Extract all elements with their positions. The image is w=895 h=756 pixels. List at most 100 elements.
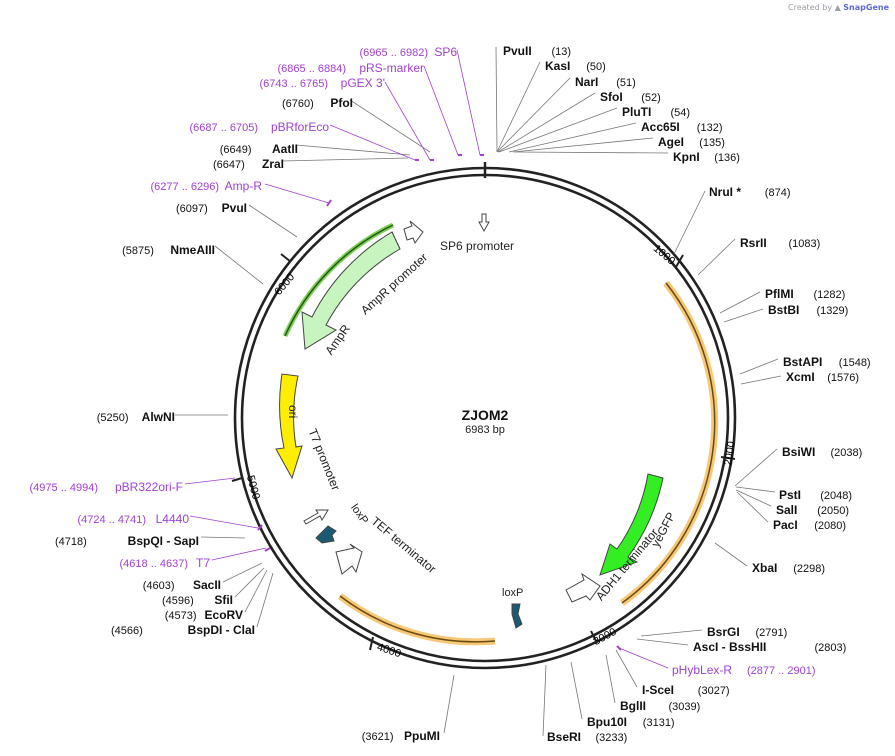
site-leader-line	[248, 204, 298, 238]
primer-position: (6743 .. 6765)	[260, 78, 329, 90]
primer-name: SP6	[434, 45, 457, 59]
site-position: (2298)	[793, 563, 825, 575]
credit-prefix: Created by	[788, 3, 833, 12]
site-name: BstBI	[768, 303, 799, 317]
t7-promoter-arrow[interactable]	[303, 509, 329, 525]
site-name: BspDI - ClaI	[188, 623, 255, 637]
site-leader-line	[295, 144, 411, 156]
site-position: (6647)	[213, 159, 245, 171]
site-position: (1083)	[789, 238, 821, 250]
site-name: SfiI	[214, 593, 233, 607]
site-position: (874)	[765, 187, 791, 199]
site-position: (2050)	[817, 505, 849, 517]
site-position: (13)	[552, 46, 572, 58]
site-name: SalI	[776, 503, 797, 517]
site-leader-line	[570, 661, 583, 720]
site-name: PfoI	[330, 96, 353, 110]
ampr-dash	[391, 231, 401, 250]
site-leader-line	[496, 77, 571, 153]
yegfp-feature-arrow[interactable]	[599, 473, 664, 576]
ori-feature-arrow[interactable]	[275, 373, 303, 480]
primer-leader-line	[211, 547, 267, 561]
site-position: (6649)	[220, 144, 252, 156]
feature-outline-2-core	[339, 595, 496, 643]
loxp-left-label: loxP	[348, 502, 370, 526]
site-leader-line	[735, 486, 776, 493]
site-leader-line	[739, 358, 779, 375]
site-leader-line	[640, 629, 703, 637]
tick-6000-label: 6000	[272, 271, 297, 297]
site-name: BsrGI	[707, 625, 740, 639]
tef-terminator-arrow[interactable]	[335, 543, 363, 575]
loxp-bottom-arrow[interactable]	[511, 603, 523, 629]
primer-position: (6965 .. 6982)	[360, 47, 429, 59]
tick-4000-mark	[369, 636, 374, 651]
site-position: (1282)	[814, 289, 846, 301]
site-name: BspQI - SapI	[128, 534, 199, 548]
site-position: (6097)	[176, 203, 208, 215]
site-name: EcoRV	[205, 608, 243, 622]
site-leader-line	[605, 654, 616, 704]
site-position: (2791)	[756, 627, 788, 639]
site-name: KpnI	[673, 150, 700, 164]
primer-name: T7	[196, 556, 210, 570]
site-position: (4573)	[165, 610, 197, 622]
site-leader-line	[723, 308, 764, 323]
ampr-promoter-arrow[interactable]	[403, 220, 424, 245]
site-position: (4566)	[111, 625, 143, 637]
site-position: (4596)	[162, 595, 194, 607]
loxp-bottom-label: loxP	[502, 587, 523, 599]
primer-position: (4724 .. 4741)	[78, 514, 147, 526]
loxp-left-arrow[interactable]	[315, 525, 337, 544]
site-position: (3027)	[698, 685, 730, 697]
site-leader-line	[512, 137, 654, 153]
site-leader-line	[736, 491, 769, 523]
site-name: AlwNI	[142, 410, 175, 424]
sp6-promoter-arrow[interactable]	[478, 213, 490, 233]
site-position: (3131)	[643, 717, 675, 729]
ampr-feature-arrow[interactable]	[301, 231, 401, 350]
annotation-leaders	[175, 46, 782, 737]
site-leader-line	[349, 99, 431, 153]
site-position: (3039)	[669, 701, 701, 713]
site-position: (2038)	[831, 447, 863, 459]
adh1-terminator-arrow[interactable]	[565, 572, 601, 603]
tick-6000-mark	[280, 253, 292, 263]
site-leader-line	[256, 572, 274, 628]
site-position: (2803)	[815, 642, 847, 654]
site-position: (52)	[641, 92, 661, 104]
site-name: XbaI	[752, 561, 777, 575]
site-position: (1329)	[817, 305, 849, 317]
annotation-labels: PvuII(13)KasI(50)NarI(51)SfoI(52)PluTI(5…	[30, 44, 871, 744]
primer-leader-line	[384, 81, 431, 161]
primer-leader-line	[456, 49, 481, 156]
primer-position: (6865 .. 6884)	[278, 63, 347, 75]
site-leader-line	[673, 190, 706, 255]
primer-leader-line	[264, 183, 330, 204]
site-position: (50)	[586, 61, 606, 73]
primer-leader-line	[329, 124, 416, 161]
site-name: BglII	[620, 699, 646, 713]
site-leader-line	[615, 649, 638, 688]
primer-name: Amp-R	[225, 179, 263, 193]
site-leader-line	[244, 569, 268, 613]
site-leader-line	[714, 542, 748, 567]
site-position: (4603)	[143, 580, 175, 592]
tef-terminator-label: TEF terminator	[369, 514, 439, 576]
primer-leader-line	[184, 477, 236, 485]
tick-3000-label: 3000	[591, 626, 618, 648]
plasmid-size: 6983 bp	[465, 424, 505, 436]
primer-name: pHybLex-R	[672, 663, 732, 677]
site-leader-line	[443, 674, 455, 734]
site-position: (1548)	[839, 357, 871, 369]
site-name: AgeI	[658, 135, 684, 149]
site-leader-line	[498, 107, 618, 153]
site-position: (2080)	[814, 520, 846, 532]
primer-name: pRS-marker	[359, 61, 424, 75]
plasmid-name: ZJOM2	[462, 407, 509, 423]
site-name: BsiWI	[782, 445, 815, 459]
ori-label: ori	[286, 405, 300, 418]
site-name: SacII	[193, 578, 221, 592]
feature-outline-1-core	[621, 282, 716, 604]
site-leader-line	[740, 375, 782, 385]
